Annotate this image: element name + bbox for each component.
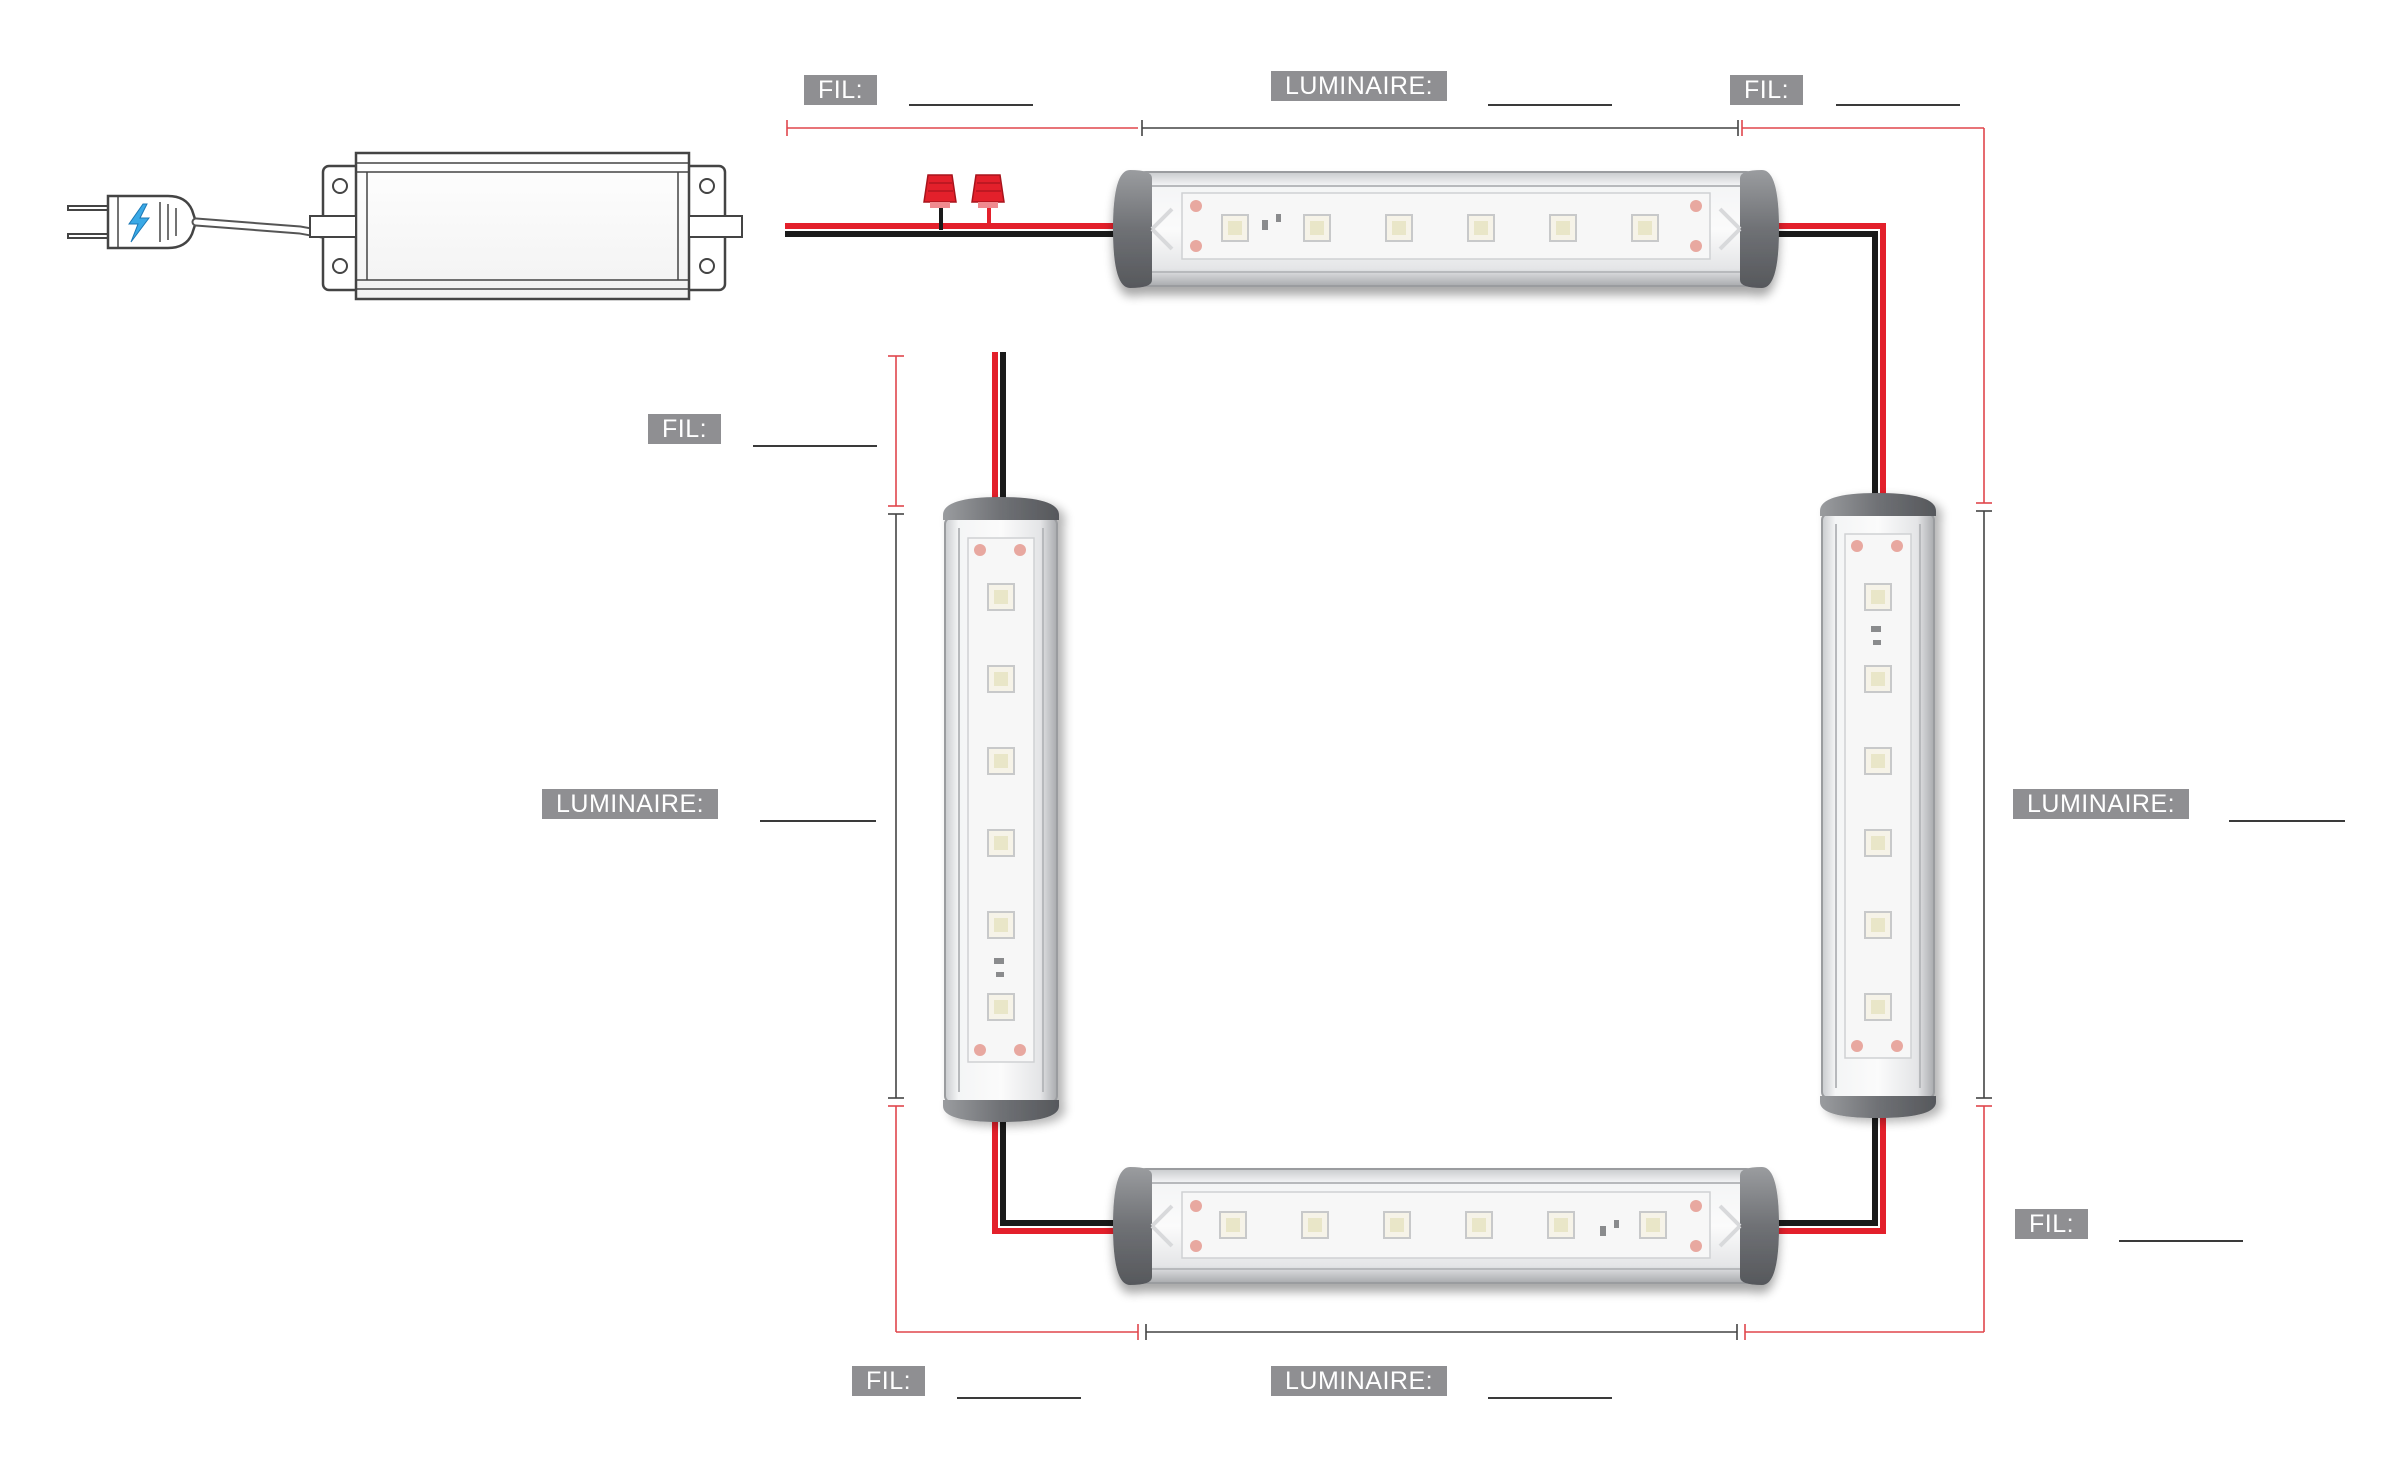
- dimension-left-luminaire: [888, 513, 904, 1099]
- label-wire-top-left: FIL:: [804, 75, 878, 105]
- blank-luminaire-bottom[interactable]: [1488, 1397, 1612, 1399]
- label-wire-top-right: FIL:: [1730, 75, 1804, 105]
- blank-wire-left[interactable]: [753, 445, 877, 447]
- wire-connector-left: [923, 174, 957, 208]
- wire-left-lead-end: [992, 352, 1006, 505]
- dimension-right-wire: [1744, 1105, 1992, 1340]
- wire-top-to-right: [1752, 223, 1886, 507]
- blank-wire-right[interactable]: [2119, 1240, 2243, 1242]
- luminaire-top: [1113, 170, 1779, 288]
- label-luminaire-right: LUMINAIRE:: [2013, 789, 2190, 819]
- label-luminaire-bottom: LUMINAIRE:: [1271, 1366, 1448, 1396]
- power-plug-icon: [67, 194, 198, 250]
- blank-wire-top-right[interactable]: [1836, 104, 1960, 106]
- dimension-top-wire-left: [786, 120, 1138, 136]
- dimension-left-wire: [888, 355, 904, 507]
- blank-luminaire-left[interactable]: [760, 820, 876, 822]
- luminaire-left: [943, 497, 1059, 1122]
- label-wire-left: FIL:: [648, 414, 722, 444]
- dimension-bottom-wire: [888, 1105, 1139, 1340]
- led-driver-power-supply: [309, 151, 743, 301]
- blank-wire-top-left[interactable]: [909, 104, 1033, 106]
- wire-input-pair: [785, 205, 1138, 237]
- dimension-top-luminaire: [1141, 120, 1739, 136]
- dimension-top-wire-right: [1741, 120, 1992, 504]
- dimension-right-luminaire: [1976, 510, 1992, 1099]
- label-wire-right: FIL:: [2015, 1209, 2089, 1239]
- lightning-icon: [128, 203, 150, 243]
- wire-right-to-bottom: [1752, 1110, 1886, 1234]
- blank-wire-bottom[interactable]: [957, 1397, 1081, 1399]
- blank-luminaire-right[interactable]: [2229, 820, 2345, 822]
- luminaire-right: [1820, 493, 1936, 1118]
- label-luminaire-left: LUMINAIRE:: [542, 789, 719, 819]
- wire-connector-right: [971, 174, 1005, 208]
- label-luminaire-top: LUMINAIRE:: [1271, 71, 1448, 101]
- dimension-bottom-luminaire: [1145, 1324, 1738, 1340]
- wire-bottom-to-left: [992, 1110, 1138, 1234]
- luminaire-bottom: [1113, 1167, 1779, 1285]
- label-wire-bottom: FIL:: [852, 1366, 926, 1396]
- blank-luminaire-top[interactable]: [1488, 104, 1612, 106]
